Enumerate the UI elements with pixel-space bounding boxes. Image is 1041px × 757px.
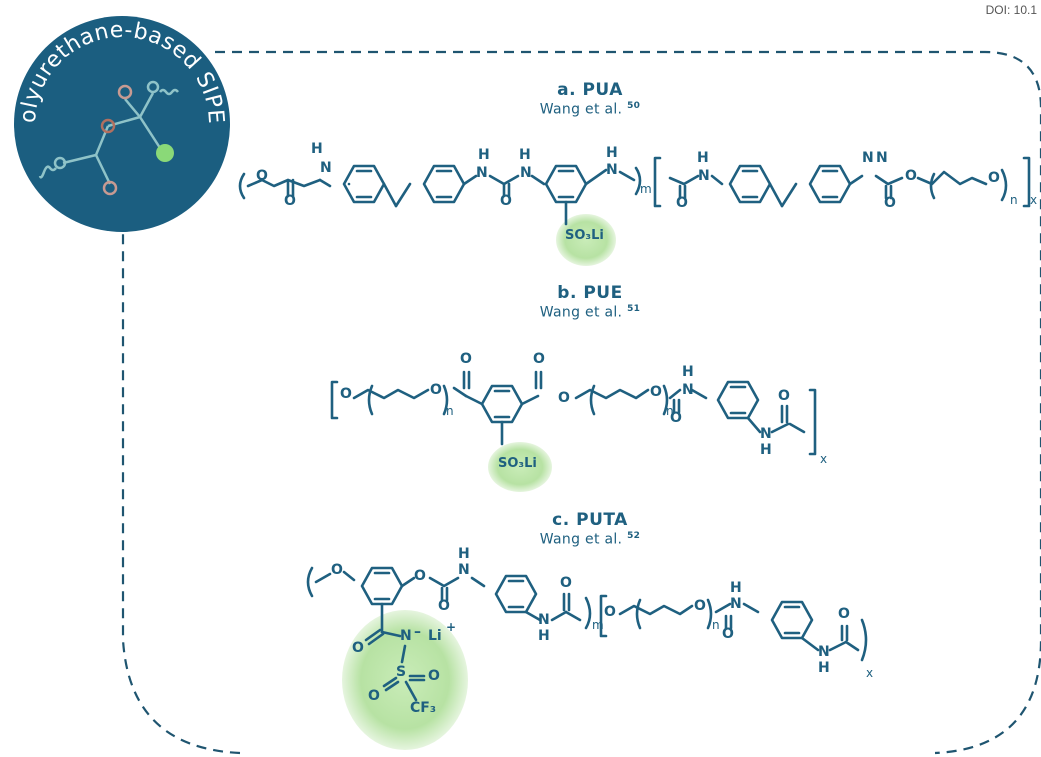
pue-sub-n2: n xyxy=(666,404,674,418)
pue-sub-x: x xyxy=(820,452,828,466)
puta-atom-o5: O xyxy=(604,604,616,620)
highlight-blob-c xyxy=(342,610,468,750)
puta-atom-o6: O xyxy=(694,598,706,614)
puta-atom-o3: O xyxy=(438,598,450,614)
puta-atom-o7: O xyxy=(722,626,734,642)
badge: Polyurethane-based SIPEs xyxy=(0,0,230,232)
puta-ion-o-right: O xyxy=(428,668,440,684)
puta-ion-cf3: CF₃ xyxy=(410,700,436,716)
pue-atom-o7: O xyxy=(670,410,682,426)
pua-sub-x: x xyxy=(1030,193,1038,207)
pua-atom-n5: N xyxy=(698,168,710,184)
pua-atom-h4: H xyxy=(606,145,618,161)
highlight-blob-b xyxy=(488,442,552,492)
badge-molecule-icon xyxy=(38,80,179,196)
pua-atom-o7: O xyxy=(988,170,1000,186)
pue-atom-o8: O xyxy=(778,388,790,404)
pue-atom-o3: O xyxy=(460,351,472,367)
section-a-ref-text: Wang et al. xyxy=(539,101,623,118)
pua-atom-h6: N xyxy=(876,150,888,166)
pue-atom-o1: O xyxy=(340,386,352,402)
puta-atom-n1: N xyxy=(458,562,470,578)
pue-atom-o6: O xyxy=(650,384,662,400)
section-c-title: c. PUTA xyxy=(552,510,628,530)
pua-atom-o5: O xyxy=(884,195,896,211)
section-a-title: a. PUA xyxy=(557,80,623,100)
section-a-ref-num: 50 xyxy=(627,101,641,111)
section-b-ref-text: Wang et al. xyxy=(539,304,623,321)
pua-atom-h5: H xyxy=(697,150,709,166)
pua-atom-h2: H xyxy=(478,147,490,163)
pua-atom-n3: N xyxy=(520,165,532,181)
pue-atom-o4: O xyxy=(533,351,545,367)
puta-ion-li: Li xyxy=(428,628,442,644)
structure-pua xyxy=(238,156,1031,226)
section-a-ref: Wang et al. 50 xyxy=(440,101,740,118)
puta-ion-s: S xyxy=(396,664,407,680)
puta-atom-o2: O xyxy=(414,568,426,584)
puta-ion-carbonyl-o: O xyxy=(352,640,364,656)
pue-atom-n2: N xyxy=(760,426,772,442)
puta-atom-h4: H xyxy=(818,660,830,676)
puta-ion-minus: – xyxy=(414,624,421,640)
dashed-frame xyxy=(121,50,1041,755)
doi-label: DOI: 10.1 xyxy=(985,3,1037,17)
puta-ion-plus: + xyxy=(446,620,457,634)
pua-atom-n1: N xyxy=(320,160,332,176)
puta-atom-o8: O xyxy=(838,606,850,622)
pua-sub-n: n xyxy=(1010,193,1018,207)
section-b-title: b. PUE xyxy=(557,283,623,303)
puta-ion-o-left: O xyxy=(368,688,380,704)
structure-puta xyxy=(306,566,868,702)
pue-sub-n1: n xyxy=(446,404,454,418)
puta-atom-n4: N xyxy=(818,644,830,660)
pue-atom-h1: H xyxy=(682,364,694,380)
pua-ion-group: SO₃Li xyxy=(565,228,604,243)
puta-ion-n: N xyxy=(400,628,412,644)
section-c-ref-text: Wang et al. xyxy=(539,531,623,548)
pua-atom-h1: H xyxy=(311,141,323,157)
pua-atom-o4: O xyxy=(676,195,688,211)
pua-atom-n6: N xyxy=(862,150,874,166)
badge-circle xyxy=(14,16,230,232)
section-c-ref-num: 52 xyxy=(627,531,641,541)
puta-atom-h2: H xyxy=(538,628,550,644)
pua-sub-m: m xyxy=(640,182,652,196)
highlight-blob-a xyxy=(556,214,616,266)
pue-atom-o5: O xyxy=(558,390,570,406)
structure-pue xyxy=(330,370,817,456)
pua-atom-n4: N xyxy=(606,162,618,178)
pua-atom-o3: O xyxy=(500,193,512,209)
puta-sub-m: m xyxy=(592,618,604,632)
puta-sub-x: x xyxy=(866,666,874,680)
puta-atom-h3: H xyxy=(730,580,742,596)
puta-atom-o1: O xyxy=(331,562,343,578)
section-b-ref-num: 51 xyxy=(627,304,641,314)
pua-atom-h3: H xyxy=(519,147,531,163)
puta-atom-n2: N xyxy=(538,612,550,628)
puta-atom-h1: H xyxy=(458,546,470,562)
pua-atom-o6: O xyxy=(905,168,917,184)
puta-sub-n: n xyxy=(712,618,720,632)
pua-atom-n2: N xyxy=(476,165,488,181)
badge-green-dot xyxy=(156,144,174,162)
pue-atom-n1: N xyxy=(682,382,694,398)
pue-ion-group: SO₃Li xyxy=(498,456,537,471)
pua-atom-o1: O xyxy=(256,168,268,184)
puta-atom-n3: N xyxy=(730,596,742,612)
pua-atom-o2: O xyxy=(284,193,296,209)
pue-atom-h2: H xyxy=(760,442,772,458)
puta-atom-o4: O xyxy=(560,575,572,591)
pue-atom-o2: O xyxy=(430,382,442,398)
section-c-ref: Wang et al. 52 xyxy=(440,531,740,548)
section-b-ref: Wang et al. 51 xyxy=(440,304,740,321)
